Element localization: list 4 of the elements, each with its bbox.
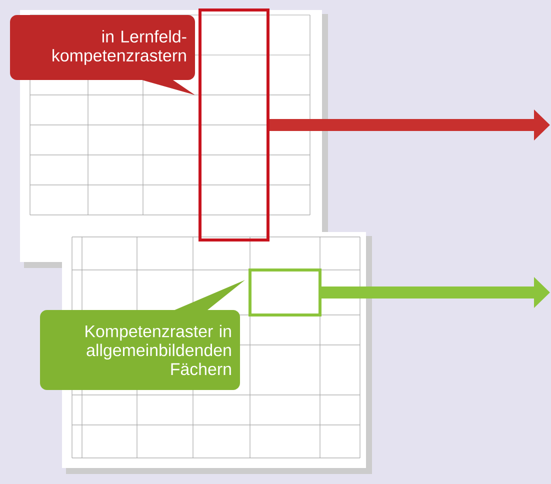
highlight-frame (198, 8, 270, 242)
highlight-frame (248, 268, 322, 316)
callout-bubble: Kompetenzraster in allgemeinbildenden Fächern (40, 280, 245, 390)
callout-bubble: in Lernfeld-kompetenzrastern (10, 15, 195, 95)
